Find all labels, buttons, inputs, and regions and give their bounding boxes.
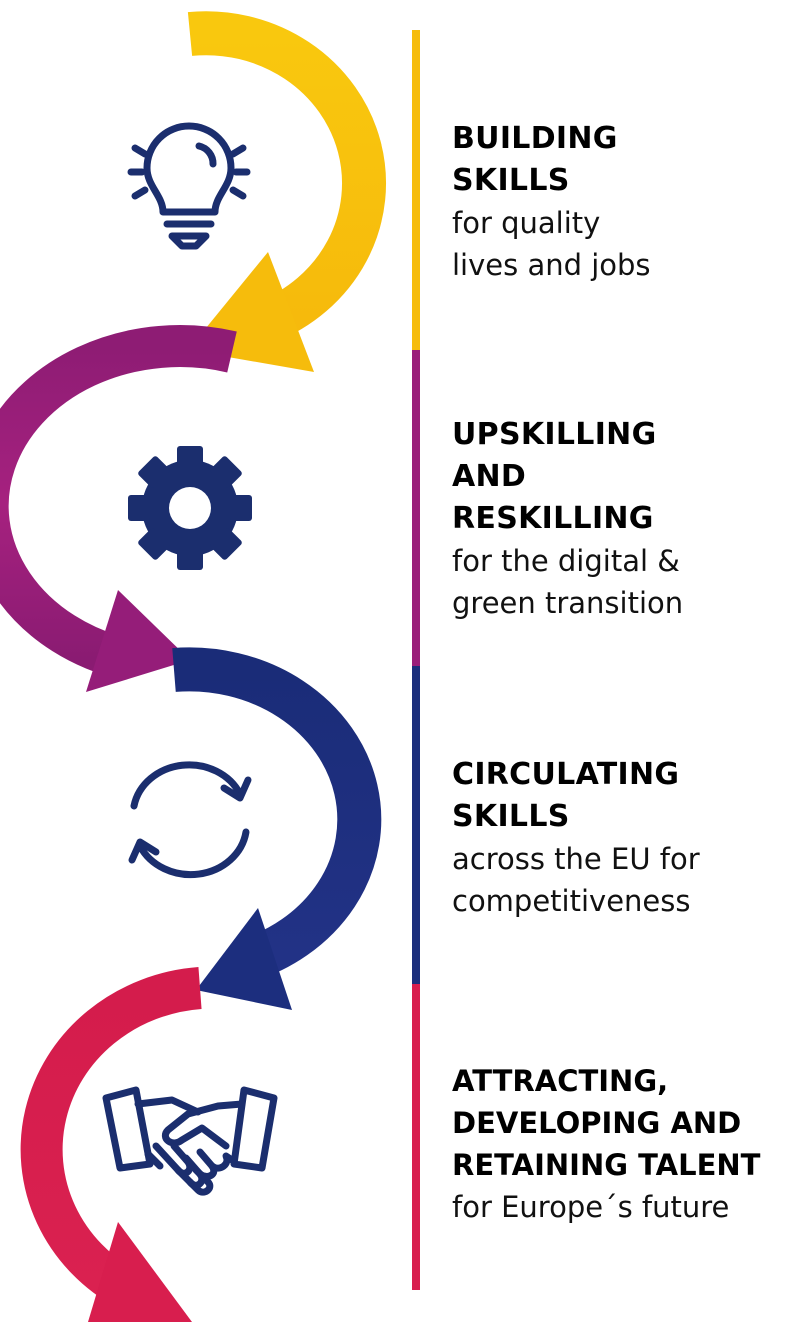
step-subtitle-line: for the digital & (452, 544, 680, 578)
step-subtitle-line: for Europe´s future (452, 1190, 730, 1224)
refresh-icon (128, 761, 252, 879)
timeline-segment-yellow (412, 30, 420, 350)
step-title-line: UPSKILLING (452, 417, 657, 452)
step-subtitle-line: for quality (452, 206, 601, 240)
step-title-line: DEVELOPING AND (452, 1106, 742, 1140)
step-title-line: RETAINING TALENT (452, 1148, 761, 1182)
handshake-icon (102, 1086, 278, 1196)
step-subtitle-line: green transition (452, 586, 684, 620)
lightbulb-icon (127, 122, 251, 250)
step-subtitle-line: lives and jobs (452, 248, 651, 282)
step-building-skills: BUILDING SKILLS for quality lives and jo… (452, 118, 792, 286)
step-title-line: RESKILLING (452, 501, 654, 536)
timeline-segment-crimson (412, 984, 420, 1290)
timeline-segment-navy (412, 666, 420, 984)
step-title-line: BUILDING (452, 121, 618, 156)
crimson-arrow (20, 967, 202, 1322)
step-attracting-talent: ATTRACTING, DEVELOPING AND RETAINING TAL… (452, 1060, 792, 1228)
step-title-line: AND (452, 459, 527, 494)
step-circulating-skills: CIRCULATING SKILLS across the EU for com… (452, 754, 792, 922)
purple-arrow (0, 325, 237, 692)
step-subtitle-line: competitiveness (452, 884, 691, 918)
step-title-line: CIRCULATING (452, 757, 680, 792)
step-title-line: SKILLS (452, 799, 570, 834)
step-title-line: SKILLS (452, 163, 570, 198)
gear-icon (128, 446, 252, 570)
step-upskilling-reskilling: UPSKILLING AND RESKILLING for the digita… (452, 414, 792, 624)
step-title-line: ATTRACTING, (452, 1064, 669, 1098)
timeline-segment-purple (412, 350, 420, 666)
step-subtitle-line: across the EU for (452, 842, 700, 876)
navy-arrow (172, 647, 382, 1010)
